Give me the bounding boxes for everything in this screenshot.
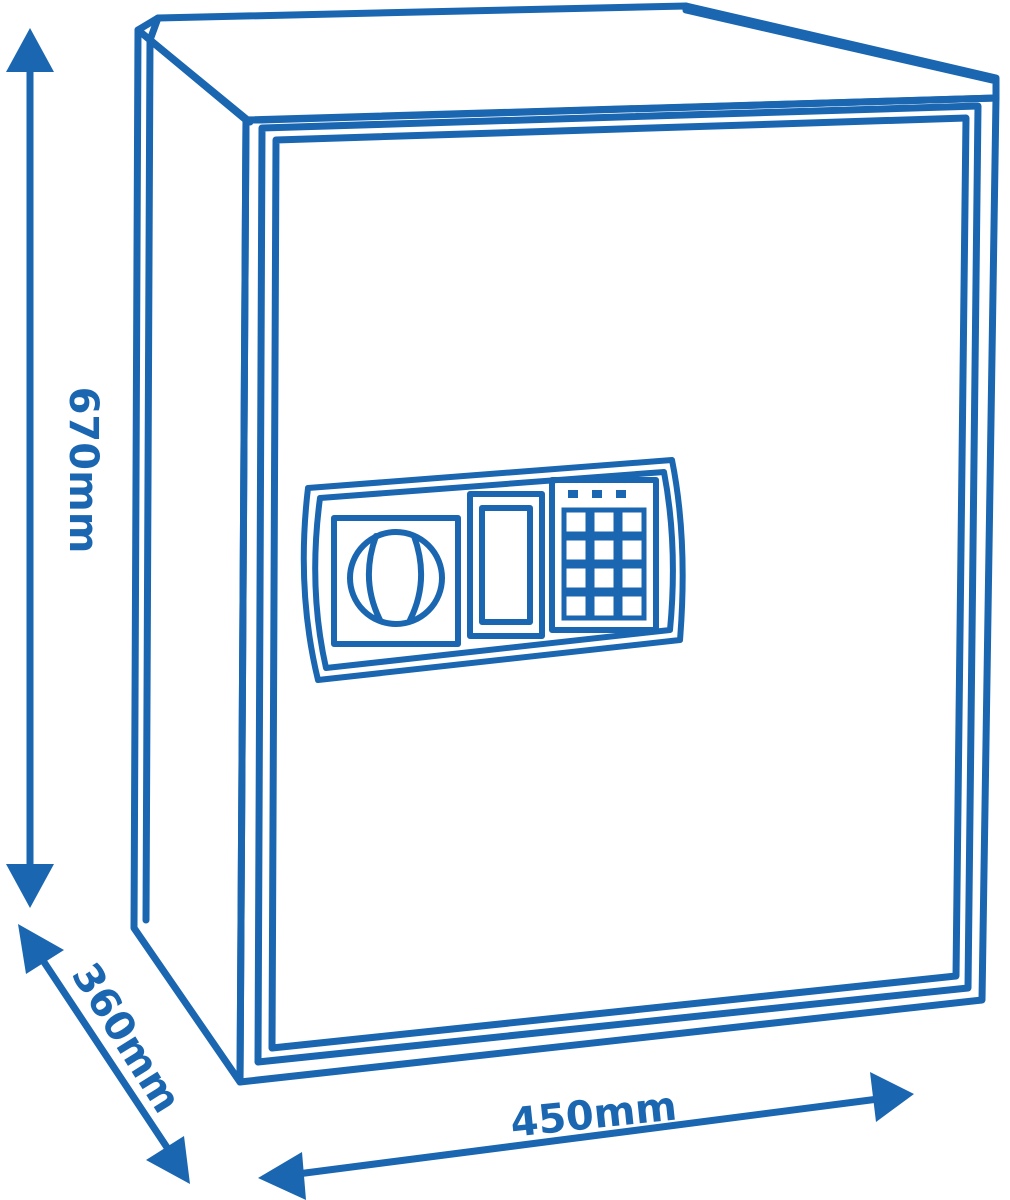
lock-housing-inner	[312, 469, 676, 671]
safe-door-outer	[254, 102, 982, 1066]
indicator-lights	[568, 490, 626, 498]
safe-front-face	[236, 94, 1000, 1086]
height-dimension-label: 670mm	[60, 387, 106, 554]
keypad-key	[561, 507, 591, 537]
width-dimension-arrow	[258, 1072, 914, 1200]
keypad-frame	[549, 477, 659, 633]
safe-body	[130, 2, 1000, 1086]
keypad-key	[561, 591, 591, 621]
indicator-light	[568, 490, 578, 498]
lcd-display-inner	[479, 505, 533, 625]
dial-knob	[347, 529, 445, 627]
dial-knob-grip	[365, 533, 425, 623]
depth-dimension-arrow	[18, 924, 190, 1184]
lcd-display	[467, 491, 545, 639]
height-dimension-arrow	[6, 28, 54, 908]
indicator-light	[616, 490, 626, 498]
keypad-key	[589, 507, 619, 537]
knob-plate	[331, 515, 461, 647]
keypad-key	[617, 563, 647, 593]
keypad-key	[561, 535, 591, 565]
width-dimension-label: 450mm	[508, 1083, 679, 1146]
electronic-lock-panel	[300, 457, 686, 683]
safe-side-edge	[142, 36, 154, 924]
keypad-key	[589, 591, 619, 621]
keypad	[561, 507, 647, 621]
keypad-key	[617, 535, 647, 565]
keypad-key	[617, 591, 647, 621]
lock-housing-outer	[300, 457, 686, 683]
indicator-light	[592, 490, 602, 498]
keypad-key	[589, 563, 619, 593]
keypad-key	[561, 563, 591, 593]
safe-door-inner	[268, 114, 970, 1052]
keypad-key	[617, 507, 647, 537]
keypad-key	[589, 535, 619, 565]
